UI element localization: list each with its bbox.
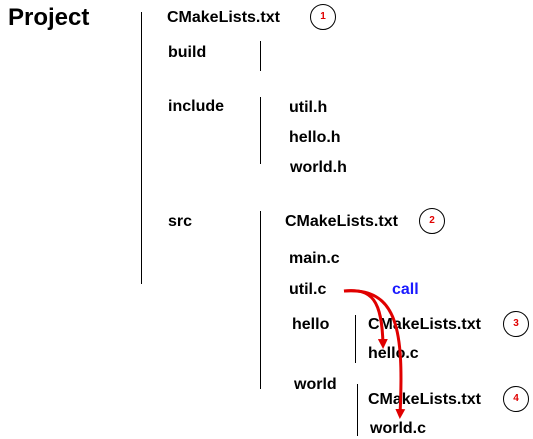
- hello-file-hello-c: hello.c: [368, 345, 419, 362]
- world-cmakelists-file: CMakeLists.txt: [368, 391, 481, 408]
- include-file-util-h: util.h: [289, 99, 328, 116]
- include-folder: include: [168, 98, 225, 115]
- call-arrow-to-world: [343, 289, 406, 419]
- build-connector-line: [260, 41, 261, 71]
- include-file-world-h: world.h: [290, 159, 347, 176]
- world-folder: world: [294, 376, 337, 393]
- call-label: call: [392, 281, 419, 298]
- src-file-main-c: main.c: [289, 250, 340, 267]
- badge-1: 1: [310, 4, 336, 30]
- src-folder: src: [168, 213, 193, 230]
- badge-3: 3: [503, 311, 529, 337]
- src-cmakelists-file: CMakeLists.txt: [285, 213, 398, 230]
- badge-4: 4: [503, 386, 529, 412]
- hello-folder: hello: [292, 316, 330, 333]
- src-file-util-c: util.c: [289, 281, 327, 298]
- project-title: Project: [8, 4, 90, 31]
- world-file-world-c: world.c: [370, 420, 427, 437]
- build-folder: build: [168, 44, 207, 61]
- include-connector-line: [260, 97, 261, 164]
- include-file-hello-h: hello.h: [289, 129, 341, 146]
- world-connector-line: [357, 384, 358, 436]
- src-connector-line: [260, 211, 261, 389]
- root-connector-line: [141, 12, 142, 284]
- root-cmakelists-file: CMakeLists.txt: [167, 9, 280, 26]
- hello-connector-line: [355, 315, 356, 363]
- badge-2: 2: [419, 208, 445, 234]
